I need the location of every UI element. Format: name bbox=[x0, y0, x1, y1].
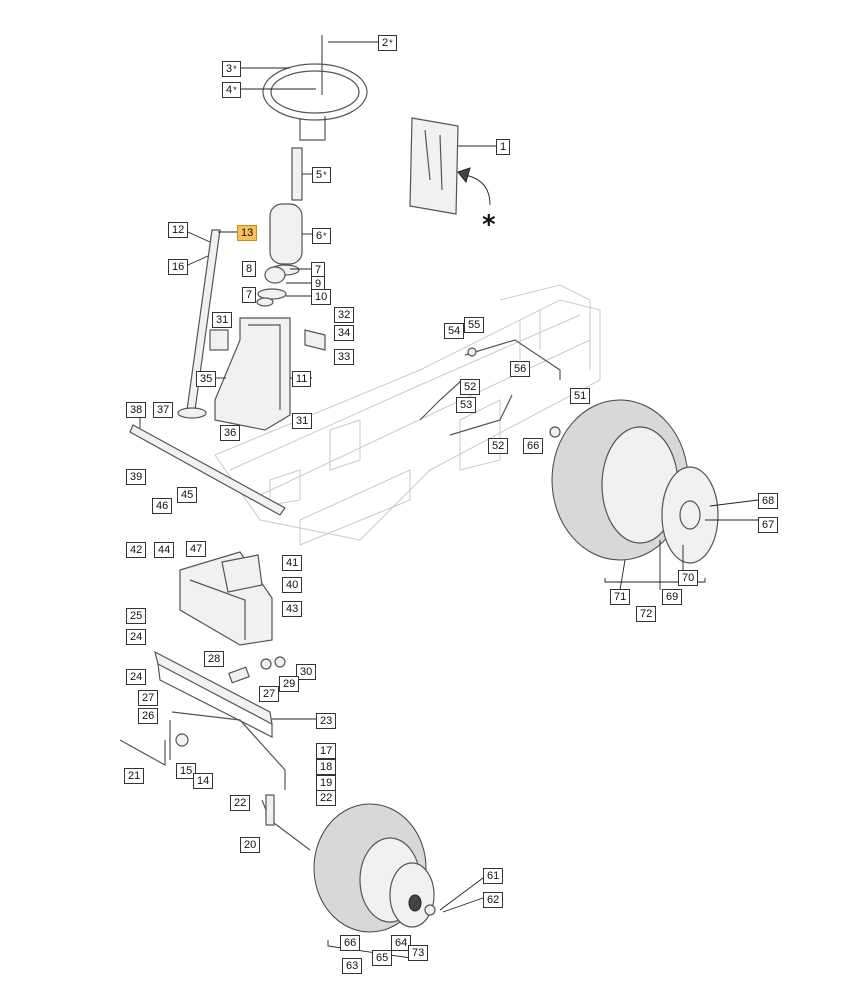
callout-25: 25 bbox=[126, 608, 147, 624]
callout-24a: 24 bbox=[126, 629, 147, 645]
callout-41: 41 bbox=[282, 555, 303, 571]
part-13-shaft bbox=[177, 229, 240, 419]
callout-54: 54 bbox=[444, 323, 465, 339]
callout-13-highlighted: 13 bbox=[237, 225, 258, 241]
callout-1: 1 bbox=[496, 139, 511, 155]
callout-72: 72 bbox=[636, 606, 657, 622]
callout-11: 11 bbox=[292, 371, 312, 387]
callout-35: 35 bbox=[196, 371, 217, 387]
callout-29: 29 bbox=[279, 676, 300, 692]
callout-38: 38 bbox=[126, 402, 147, 418]
callout-30: 30 bbox=[296, 664, 317, 680]
callout-53: 53 bbox=[456, 397, 477, 413]
callout-32: 32 bbox=[334, 307, 355, 323]
callout-17: 17 bbox=[316, 743, 337, 759]
callout-43: 43 bbox=[282, 601, 303, 617]
callout-66a: 66 bbox=[340, 935, 361, 951]
callout-63: 63 bbox=[342, 958, 363, 974]
callout-22b: 22 bbox=[316, 790, 337, 806]
callout-47: 47 bbox=[186, 541, 207, 557]
callout-66b: 66 bbox=[523, 438, 544, 454]
callout-55: 55 bbox=[464, 317, 485, 333]
callout-52b: 52 bbox=[488, 438, 509, 454]
callout-70: 70 bbox=[678, 570, 699, 586]
callout-4: 4* bbox=[222, 82, 241, 98]
callout-20: 20 bbox=[240, 837, 261, 853]
steering-linkage bbox=[119, 711, 311, 851]
part-23-axle bbox=[154, 650, 316, 738]
callout-28: 28 bbox=[204, 651, 225, 667]
callout-2: 2* bbox=[378, 35, 397, 51]
callout-39: 39 bbox=[126, 469, 147, 485]
callout-10: 10 bbox=[311, 289, 332, 305]
callout-23: 23 bbox=[316, 713, 337, 729]
callout-51: 51 bbox=[570, 388, 591, 404]
callout-27b: 27 bbox=[259, 686, 280, 702]
callout-34: 34 bbox=[334, 325, 355, 341]
callout-73: 73 bbox=[408, 945, 429, 961]
callout-52a: 52 bbox=[460, 379, 481, 395]
callout-31b: 31 bbox=[292, 413, 313, 429]
callout-71: 71 bbox=[610, 589, 631, 605]
callout-61: 61 bbox=[483, 868, 504, 884]
callout-27a: 27 bbox=[138, 690, 159, 706]
steering-column-parts bbox=[256, 147, 312, 307]
callout-5: 5* bbox=[312, 167, 331, 183]
callout-31a: 31 bbox=[212, 312, 233, 328]
callout-46: 46 bbox=[152, 498, 173, 514]
callout-6: 6* bbox=[312, 228, 331, 244]
part-11-console bbox=[209, 317, 326, 431]
callout-7b: 7 bbox=[242, 287, 257, 303]
rear-wheel bbox=[551, 399, 759, 591]
callout-16: 16 bbox=[168, 259, 189, 275]
callout-42: 42 bbox=[126, 542, 147, 558]
callout-24b: 24 bbox=[126, 669, 147, 685]
callout-12: 12 bbox=[168, 222, 189, 238]
callout-37: 37 bbox=[153, 402, 174, 418]
callout-69: 69 bbox=[662, 589, 683, 605]
callout-36: 36 bbox=[220, 425, 241, 441]
front-wheel bbox=[313, 803, 484, 961]
callout-15: 15 bbox=[176, 763, 197, 779]
callout-26: 26 bbox=[138, 708, 159, 724]
callout-22a: 22 bbox=[230, 795, 251, 811]
callout-45: 45 bbox=[177, 487, 198, 503]
callout-8: 8 bbox=[242, 261, 257, 277]
part-1-decal bbox=[409, 117, 496, 215]
callout-21: 21 bbox=[124, 768, 145, 784]
callout-19: 19 bbox=[316, 775, 337, 791]
part-52-rods bbox=[419, 339, 561, 438]
callout-56: 56 bbox=[510, 361, 531, 377]
callout-62: 62 bbox=[483, 892, 504, 908]
callout-68: 68 bbox=[758, 493, 779, 509]
callout-67: 67 bbox=[758, 517, 779, 533]
callout-18: 18 bbox=[316, 759, 337, 775]
callout-33: 33 bbox=[334, 349, 355, 365]
callout-3: 3* bbox=[222, 61, 241, 77]
callout-64: 64 bbox=[391, 935, 412, 951]
callout-40: 40 bbox=[282, 577, 303, 593]
asterisk-icon: * bbox=[482, 210, 496, 240]
part-43-bracket bbox=[179, 551, 273, 646]
callout-65: 65 bbox=[372, 950, 393, 966]
chassis-frame bbox=[214, 284, 601, 546]
steering-wheel bbox=[240, 35, 378, 141]
callout-44: 44 bbox=[154, 542, 175, 558]
callout-14: 14 bbox=[193, 773, 214, 789]
